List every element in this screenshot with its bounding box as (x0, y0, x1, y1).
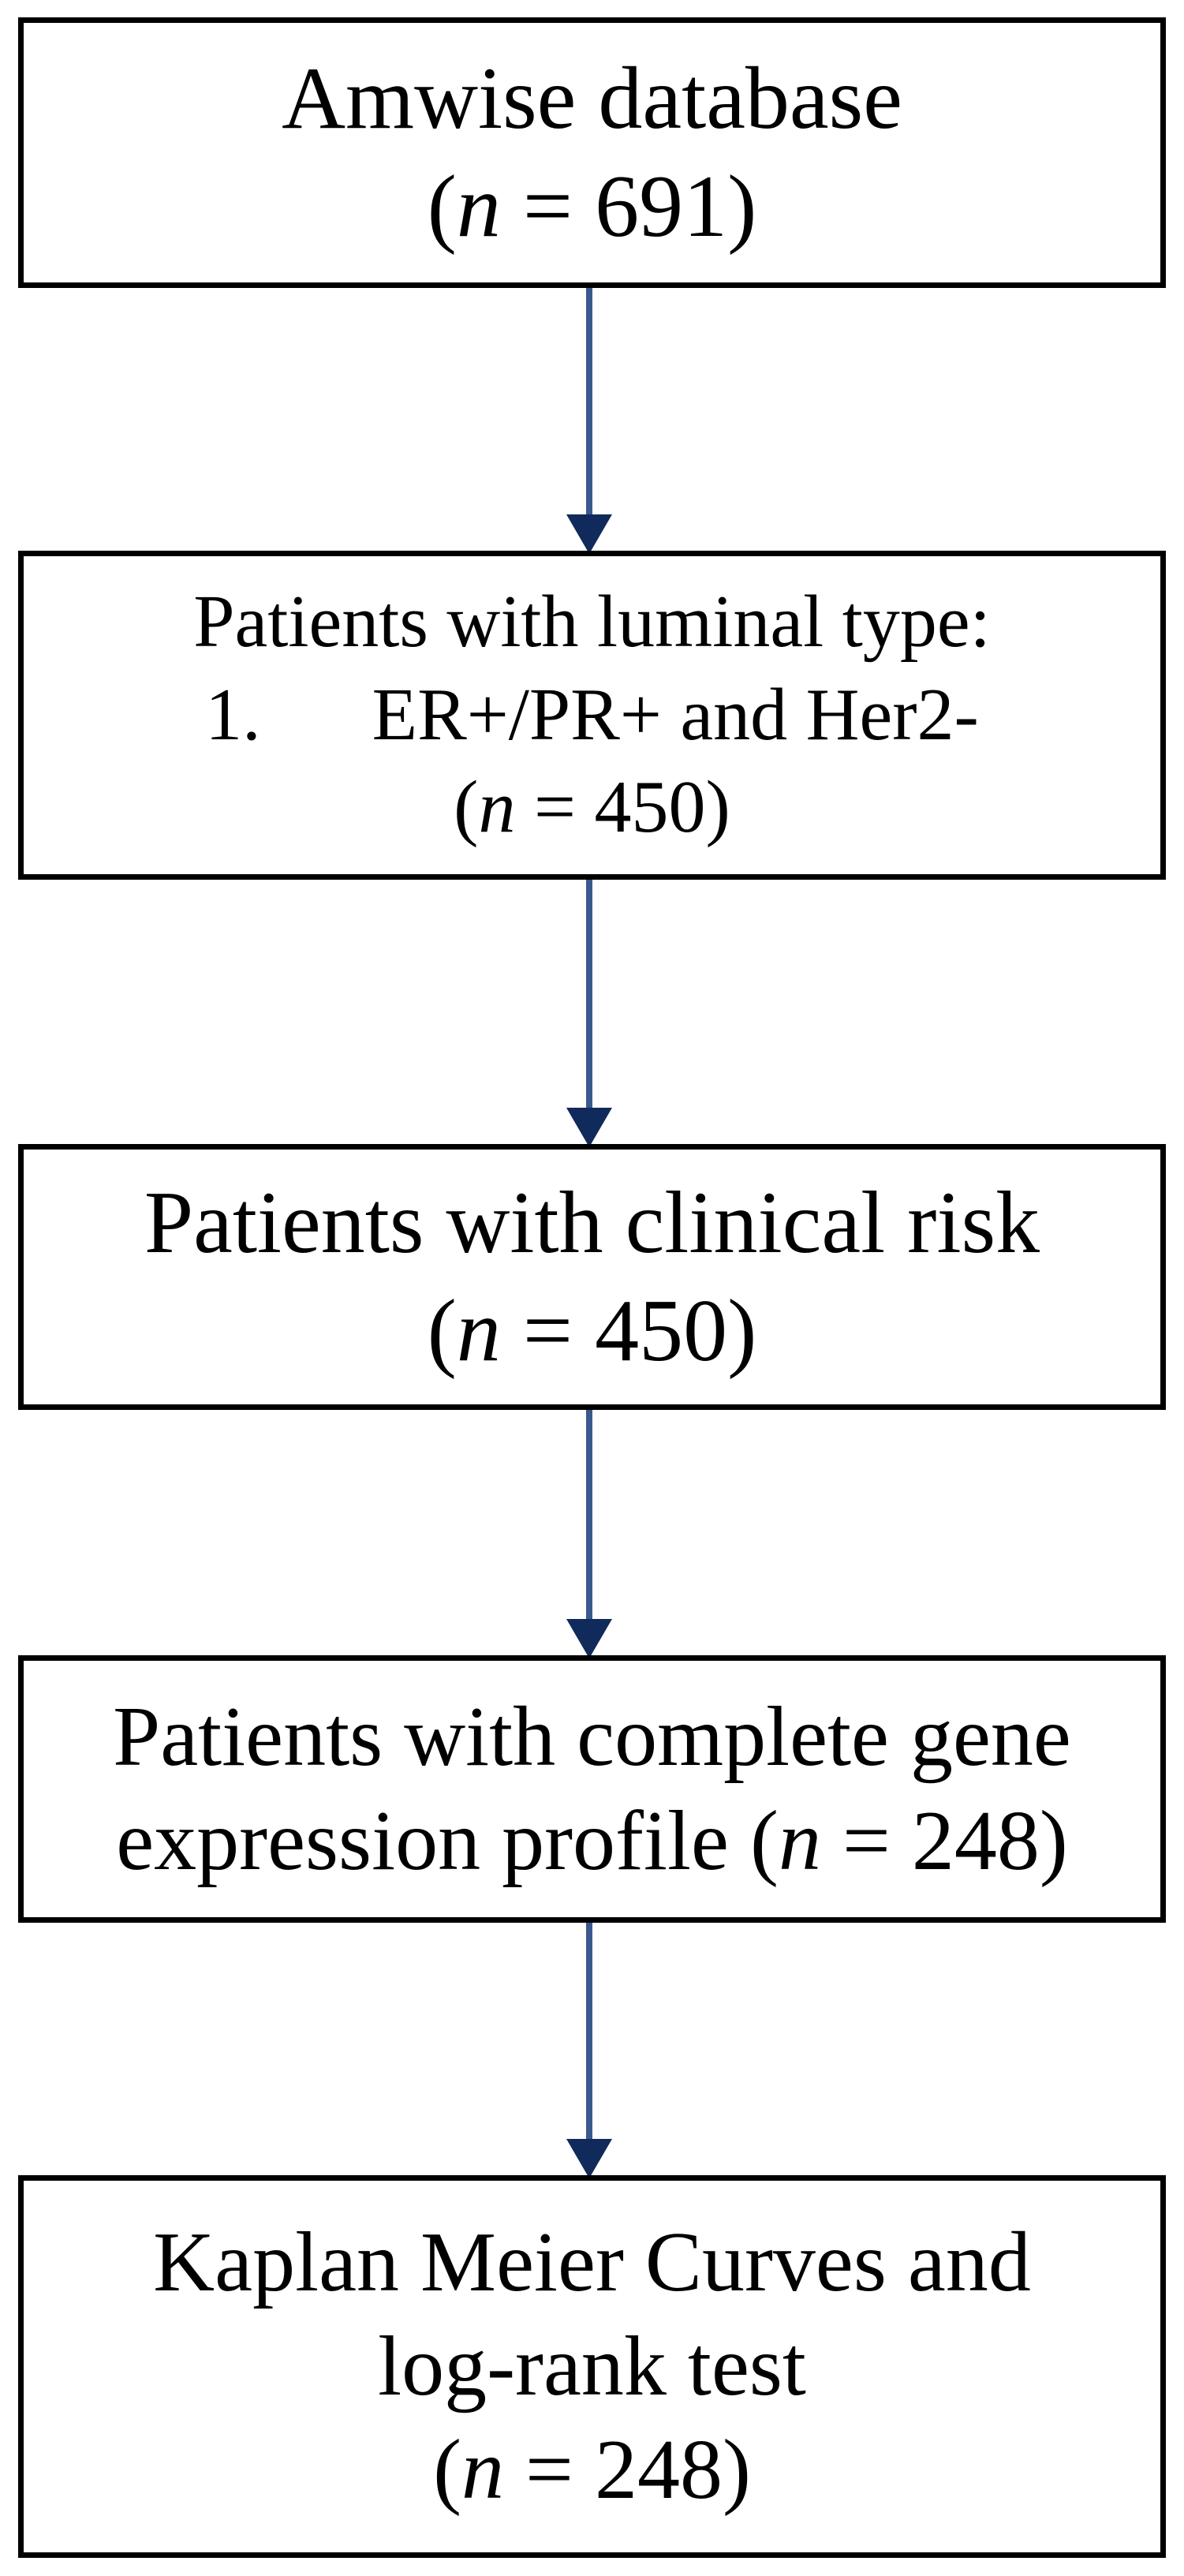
n-variable: n (461, 2423, 505, 2518)
box-title-text: Patients with clinical risk (144, 1173, 1040, 1272)
sample-count: (n = 450) (454, 761, 730, 854)
box-title-line2-with-count: expression profile (n = 248) (116, 1789, 1068, 1894)
flow-box-clinical-risk: Patients with clinical risk (n = 450) (18, 1144, 1166, 1410)
arrow-down-icon (566, 1108, 612, 1147)
arrow-shaft (586, 288, 592, 514)
arrow-shaft (586, 1410, 592, 1619)
flow-box-luminal-type: Patients with luminal type: 1. ER+/PR+ an… (18, 551, 1166, 880)
box-title: Kaplan Meier Curves and (153, 2211, 1031, 2315)
count-value: = 450) (500, 1281, 757, 1380)
count-value: = 691) (500, 157, 757, 256)
box-title-text: Kaplan Meier Curves and (153, 2215, 1031, 2309)
n-variable: n (456, 157, 501, 256)
flow-box-amwise-database: Amwise database (n = 691) (18, 17, 1166, 288)
box-title-text: Patients with luminal type: (193, 581, 991, 664)
paren-open: ( (427, 157, 457, 256)
count-value: = 248) (820, 1793, 1068, 1888)
box-title-text: expression profile ( (116, 1793, 779, 1888)
box-title: Amwise database (282, 45, 902, 153)
sample-count: (n = 450) (428, 1277, 757, 1385)
list-item-text: ER+/PR+ and Her2- (372, 673, 979, 756)
flow-arrow-1 (566, 288, 613, 554)
list-item-number: 1. (205, 673, 261, 756)
arrow-shaft (586, 1923, 592, 2139)
flow-arrow-4 (566, 1923, 613, 2178)
paren-open: ( (433, 2423, 462, 2518)
flow-arrow-3 (566, 1410, 613, 1658)
flow-arrow-2 (566, 880, 613, 1147)
box-title-text: Amwise database (282, 49, 902, 148)
sample-count: (n = 691) (428, 153, 757, 261)
flow-box-gene-expression: Patients with complete gene expression p… (18, 1655, 1166, 1923)
paren-open: ( (454, 766, 479, 849)
arrow-down-icon (566, 514, 612, 554)
box-title: Patients with clinical risk (144, 1169, 1040, 1277)
count-value: = 450) (515, 766, 730, 849)
flow-box-kaplan-meier: Kaplan Meier Curves and log-rank test (n… (18, 2175, 1166, 2558)
arrow-shaft (586, 880, 592, 1108)
n-variable: n (778, 1793, 821, 1888)
arrow-down-icon (566, 1619, 612, 1658)
paren-open: ( (427, 1281, 457, 1380)
criteria-list-item: 1. ER+/PR+ and Her2- (205, 669, 979, 762)
box-title: Patients with complete gene (113, 1685, 1071, 1789)
box-title-line2: log-rank test (378, 2315, 806, 2419)
n-variable: n (478, 766, 516, 849)
arrow-down-icon (566, 2139, 612, 2178)
sample-count: (n = 248) (433, 2418, 751, 2522)
count-value: = 248) (504, 2423, 751, 2518)
box-title-text: Patients with complete gene (113, 1689, 1071, 1784)
box-title-text: log-rank test (378, 2319, 806, 2413)
n-variable: n (456, 1281, 501, 1380)
box-title: Patients with luminal type: (193, 576, 990, 669)
